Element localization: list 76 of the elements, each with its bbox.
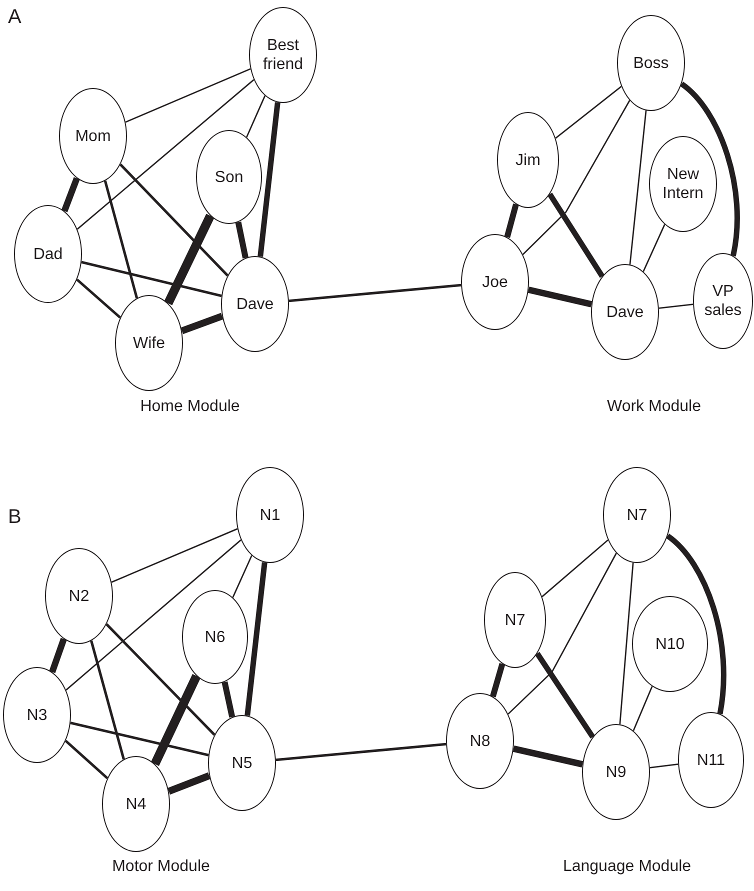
connector-line xyxy=(76,278,122,319)
connector-line xyxy=(534,652,596,739)
connector-line xyxy=(658,304,694,309)
node-label: N4 xyxy=(124,794,148,814)
panel-letter: B xyxy=(8,506,22,529)
node-ellipse xyxy=(182,590,248,684)
connector-line xyxy=(104,180,138,298)
connector-line xyxy=(168,772,210,795)
connector-line xyxy=(666,534,726,714)
connector-line xyxy=(70,722,209,756)
node-label: N3 xyxy=(26,706,48,724)
node-label: Boss xyxy=(632,54,670,72)
connector-line xyxy=(508,552,617,715)
connector-line xyxy=(180,312,224,334)
connector-line xyxy=(512,745,584,768)
connector-line xyxy=(49,638,67,674)
connector-line xyxy=(90,640,125,760)
connector-line xyxy=(642,224,666,272)
connector-line xyxy=(76,79,254,230)
connector-line xyxy=(276,742,446,762)
connector-line xyxy=(232,555,252,598)
node-label: New Intern xyxy=(662,165,704,203)
connector-line xyxy=(547,192,605,278)
node-label: N6 xyxy=(204,628,226,646)
connector-line xyxy=(150,674,201,766)
connector-line xyxy=(522,100,630,256)
node-label: N10 xyxy=(654,634,686,654)
connector-line xyxy=(650,763,678,768)
node-label: N11 xyxy=(696,750,726,770)
node-label: N7 xyxy=(504,610,526,630)
node-label: N8 xyxy=(468,732,492,750)
node-label: Mom xyxy=(74,126,112,146)
panel-letter: A xyxy=(8,6,22,29)
module-caption: Work Module xyxy=(607,398,701,416)
node-label: Dad xyxy=(32,244,64,264)
node-label: Best friend xyxy=(262,36,304,74)
connector-line xyxy=(61,177,80,212)
node-label: Dave xyxy=(605,302,645,322)
node-label: N9 xyxy=(604,762,628,782)
connector-line xyxy=(111,528,238,583)
connector-line xyxy=(246,95,266,138)
module-caption: Home Module xyxy=(140,398,240,416)
node-label: Jim xyxy=(514,150,542,170)
node-label: N1 xyxy=(258,506,282,524)
connector-line xyxy=(125,68,251,123)
connector-line xyxy=(619,562,634,724)
connector-line xyxy=(164,214,214,306)
connector-line xyxy=(106,623,216,736)
node-label: N7 xyxy=(626,506,648,524)
connector-line xyxy=(66,539,242,691)
connector-line xyxy=(81,260,222,298)
connector-line xyxy=(542,539,608,598)
connector-line xyxy=(222,681,236,718)
node-label: Son xyxy=(214,168,244,186)
connector-line xyxy=(119,164,229,276)
node-label: VP sales xyxy=(703,282,743,320)
connector-line xyxy=(504,204,519,238)
connector-line xyxy=(528,286,592,308)
connector-line xyxy=(490,662,506,698)
connector-line xyxy=(64,740,108,780)
module-caption: Language Module xyxy=(562,858,692,876)
node-ellipse xyxy=(196,130,262,224)
node-label: Joe xyxy=(481,272,509,292)
module-caption: Motor Module xyxy=(112,858,210,876)
connector-line xyxy=(632,686,653,732)
node-label: Wife xyxy=(132,334,166,352)
connector-line xyxy=(555,86,622,139)
connector-line xyxy=(680,82,740,256)
connector-line xyxy=(288,284,462,302)
node-label: N5 xyxy=(230,754,254,772)
connector-line xyxy=(258,102,280,257)
connector-line xyxy=(244,562,268,716)
node-label: Dave xyxy=(235,294,275,314)
node-label: N2 xyxy=(68,586,90,606)
connector-line xyxy=(629,110,647,265)
connector-line xyxy=(235,222,248,258)
